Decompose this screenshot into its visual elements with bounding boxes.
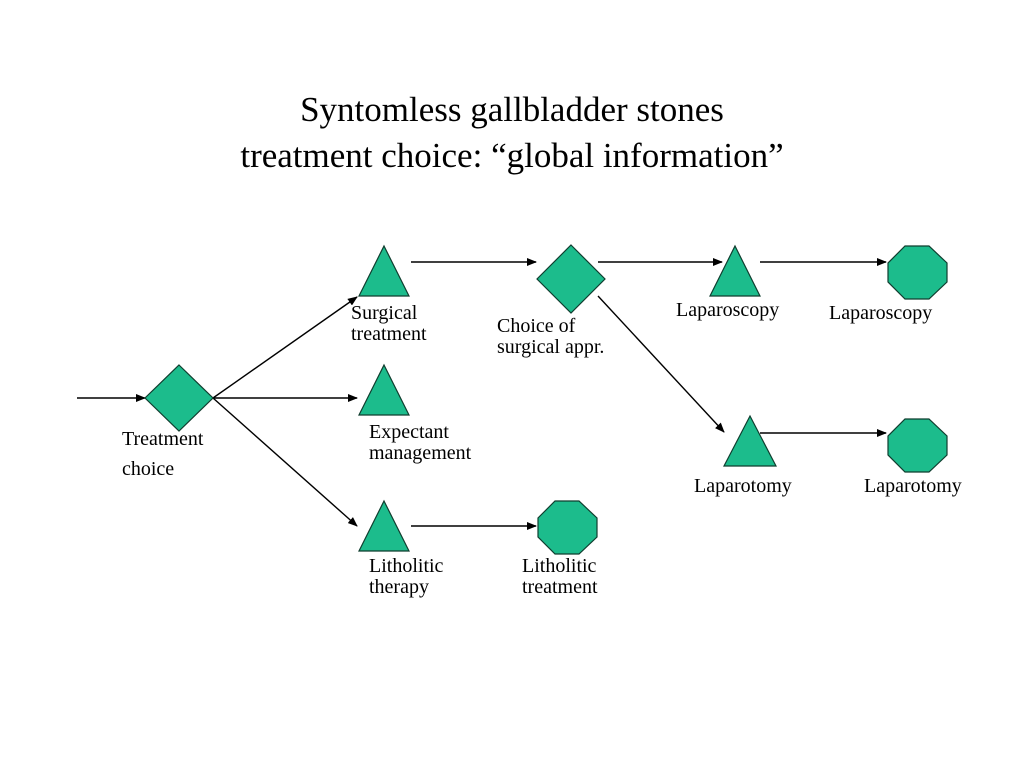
laparotomy-chance-label-text: Laparotomy [694,475,792,497]
choice-of-approach-label-line-2: surgical appr. [497,336,605,358]
laparotomy-outcome-octagon [887,418,948,473]
expectant-management-triangle [358,363,410,416]
expectant-management-label-line-2: management [369,442,472,464]
laparoscopy-chance-label: Laparoscopy [676,300,779,321]
surgical-treatment-label-line-1: Surgical [351,302,418,324]
laparoscopy-outcome-label-text: Laparoscopy [829,302,933,324]
laparoscopy-outcome-octagon [887,245,948,300]
litholitic-treatment-octagon [537,500,598,555]
surgical-treatment-label-line-2: treatment [351,323,427,345]
surgical-treatment-label: Surgical treatment [351,303,427,345]
litholitic-treatment-label: Litholitic treatment [522,556,598,598]
surgical-treatment-triangle [358,244,410,297]
litholitic-therapy-label-line-1: Litholitic [369,555,444,577]
choice-of-approach-diamond [536,244,606,314]
treatment-choice-label: Treatment choice [122,424,203,484]
laparotomy-outcome-label-text: Laparotomy [864,475,962,497]
litholitic-therapy-triangle [358,499,410,552]
laparotomy-chance-label: Laparotomy [694,476,792,497]
laparoscopy-triangle [709,244,761,297]
choice-of-approach-label: Choice of surgical appr. [497,316,604,358]
laparotomy-triangle [723,414,777,467]
treatment-choice-diamond [144,364,214,432]
edge-choice-to-laparotomy [597,295,725,433]
laparoscopy-chance-label-text: Laparoscopy [676,299,780,321]
laparoscopy-outcome-label: Laparoscopy [829,303,932,324]
treatment-choice-label-line-2: choice [122,458,175,480]
litholitic-treatment-label-line-1: Litholitic [522,555,597,577]
treatment-choice-label-line-1: Treatment [122,428,204,450]
litholitic-treatment-label-line-2: treatment [522,576,598,598]
litholitic-therapy-label: Litholitic therapy [369,556,443,598]
choice-of-approach-label-line-1: Choice of [497,315,576,337]
title-line-2: treatment choice: “global information” [240,136,784,175]
edge-treatment-choice-to-litholitic [212,397,358,527]
litholitic-therapy-label-line-2: therapy [369,576,429,598]
title-line-1: Syntomless gallbladder stones [300,90,724,129]
page-title: Syntomless gallbladder stones treatment … [0,87,1024,179]
expectant-management-label-line-1: Expectant [369,421,449,443]
expectant-management-label: Expectant management [369,422,471,464]
laparotomy-outcome-label: Laparotomy [864,476,962,497]
edge-treatment-choice-to-surgical [212,296,358,399]
